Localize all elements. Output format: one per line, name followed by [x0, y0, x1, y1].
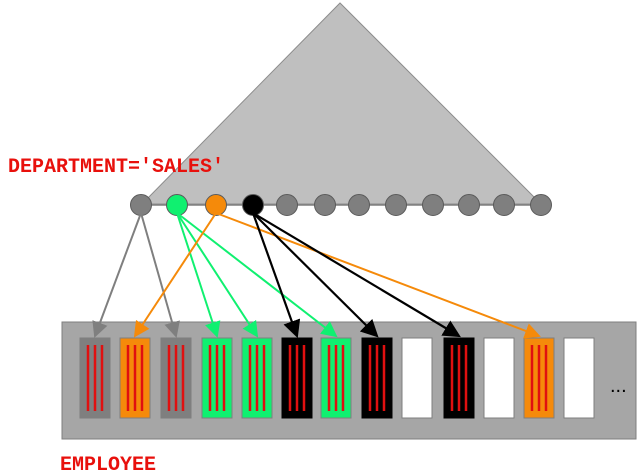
table-page-green — [201, 337, 233, 419]
page-block — [483, 337, 515, 419]
index-key-gray — [458, 194, 480, 216]
b-tree-index-triangle — [140, 2, 543, 205]
index-key-gray — [385, 194, 407, 216]
index-leaf-keys — [130, 194, 552, 216]
index-key-orange — [205, 194, 227, 216]
pointer-arrow-gray — [140, 212, 180, 338]
pointer-arrow-black — [252, 212, 461, 338]
pointer-arrow-orange — [215, 212, 541, 339]
index-key-gray — [422, 194, 444, 216]
table-page-gray — [79, 337, 111, 419]
page-block — [563, 337, 595, 419]
index-key-gray — [130, 194, 152, 216]
index-key-gray — [276, 194, 298, 216]
pointer-arrow-black — [251, 212, 301, 339]
index-key-gray — [348, 194, 370, 216]
pointer-arrow-green — [176, 212, 221, 338]
table-page-empty — [483, 337, 515, 419]
pointer-arrow-black — [252, 212, 379, 338]
pointer-arrow-green — [176, 212, 259, 338]
index-key-gray — [530, 194, 552, 216]
index-key-gray — [493, 194, 515, 216]
table-page-black — [443, 337, 475, 419]
pointer-arrow-gray — [92, 212, 142, 338]
row-pointer-arrows — [92, 212, 541, 339]
table-pages — [79, 337, 595, 419]
table-name-label: EMPLOYEE — [60, 454, 156, 473]
table-page-green — [241, 337, 273, 419]
table-page-orange — [523, 337, 555, 419]
index-key-gray — [314, 194, 336, 216]
index-key-green — [166, 194, 188, 216]
pointer-arrow-green — [176, 212, 338, 338]
index-key-black — [242, 194, 264, 216]
table-page-empty — [401, 337, 433, 419]
page-block — [401, 337, 433, 419]
table-page-gray — [160, 337, 192, 419]
table-page-empty — [563, 337, 595, 419]
table-page-black — [281, 337, 313, 419]
table-page-orange — [119, 337, 151, 419]
more-pages-ellipsis: ... — [610, 375, 627, 397]
predicate-label: DEPARTMENT='SALES' — [8, 156, 224, 179]
table-page-black — [361, 337, 393, 419]
table-page-green — [320, 337, 352, 419]
pointer-arrow-orange — [133, 212, 217, 338]
